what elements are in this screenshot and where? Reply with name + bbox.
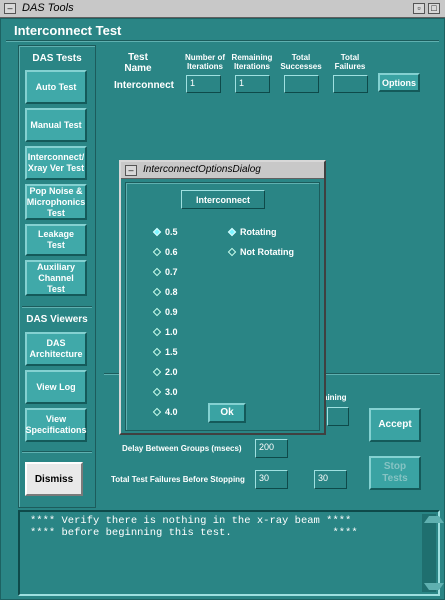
value-radio-option[interactable]: 1.5 (152, 347, 178, 357)
rotation-radio-label: Not Rotating (240, 247, 294, 257)
interconnect-options-dialog: – InterconnectOptionsDialog Interconnect… (119, 160, 326, 435)
sidebar-item-interconnect-test[interactable]: Interconnect/ Xray Ver Test (25, 146, 87, 180)
sidebar-item-pop-noise-test[interactable]: Pop Noise & Microphonics Test (25, 184, 87, 220)
failures-field (333, 75, 368, 93)
stop-tests-button[interactable]: Stop Tests (369, 456, 421, 490)
rotation-radio-option[interactable]: Not Rotating (227, 247, 294, 257)
sidebar-divider-2 (22, 451, 92, 453)
col-header-iterations: Number of Iterations (185, 53, 225, 71)
dialog-menu-icon[interactable]: – (125, 165, 137, 176)
sidebar-item-manual-test[interactable]: Manual Test (25, 108, 87, 142)
remaining-groups-field[interactable] (327, 407, 349, 426)
window-menu-icon[interactable]: – (4, 3, 16, 14)
window-title: DAS Tools (22, 2, 74, 14)
value-radio-label: 3.0 (165, 387, 178, 397)
radio-diamond-icon[interactable] (152, 227, 162, 237)
radio-diamond-icon[interactable] (152, 347, 162, 357)
delay-label: Delay Between Groups (msecs) (122, 444, 242, 453)
radio-diamond-icon[interactable] (152, 247, 162, 257)
scroll-up-icon[interactable] (424, 516, 444, 523)
sidebar-item-leakage-test[interactable]: Leakage Test (25, 224, 87, 256)
dialog-title: InterconnectOptionsDialog (143, 164, 261, 175)
dialog-content (125, 182, 320, 431)
radio-diamond-icon[interactable] (152, 407, 162, 417)
col-header-failures: Total Failures (334, 53, 366, 71)
value-radio-label: 2.0 (165, 367, 178, 377)
header-divider (6, 40, 439, 42)
remaining-field[interactable]: 1 (235, 75, 270, 93)
value-radio-option[interactable]: 2.0 (152, 367, 178, 377)
value-radio-option[interactable]: 0.8 (152, 287, 178, 297)
value-radio-label: 1.0 (165, 327, 178, 337)
value-radio-option[interactable]: 3.0 (152, 387, 178, 397)
console-line-1: **** Verify there is nothing in the x-ra… (30, 515, 352, 527)
radio-diamond-icon[interactable] (152, 387, 162, 397)
console-output: **** Verify there is nothing in the x-ra… (18, 510, 444, 596)
value-radio-option[interactable]: 0.7 (152, 267, 178, 277)
sidebar-item-auto-test[interactable]: Auto Test (25, 70, 87, 104)
accept-button[interactable]: Accept (369, 408, 421, 442)
dialog-heading: Interconnect (181, 190, 265, 209)
value-radio-option[interactable]: 4.0 (152, 407, 178, 417)
radio-diamond-icon[interactable] (227, 227, 237, 237)
sidebar (18, 45, 96, 508)
options-button[interactable]: Options (378, 73, 420, 92)
value-radio-option[interactable]: 0.5 (152, 227, 178, 237)
value-radio-label: 4.0 (165, 407, 178, 417)
radio-diamond-icon[interactable] (152, 307, 162, 317)
delay-field[interactable]: 200 (255, 439, 288, 458)
sidebar-item-das-architecture[interactable]: DAS Architecture (25, 332, 87, 366)
failures-before-stopping-field-1[interactable]: 30 (255, 470, 288, 489)
row-test-name: Interconnect (114, 80, 175, 91)
value-radio-label: 0.7 (165, 267, 178, 277)
radio-diamond-icon[interactable] (152, 327, 162, 337)
dialog-titlebar: – InterconnectOptionsDialog (121, 162, 324, 179)
value-radio-label: 0.6 (165, 247, 178, 257)
dismiss-button[interactable]: Dismiss (25, 462, 83, 496)
sidebar-divider (22, 306, 92, 308)
console-scrollbar[interactable] (422, 514, 444, 592)
value-radio-label: 0.5 (165, 227, 178, 237)
scroll-down-icon[interactable] (424, 583, 444, 590)
rotation-radio-label: Rotating (240, 227, 277, 237)
col-header-remaining: Remaining Iterations (231, 53, 273, 71)
col-header-successes: Total Successes (280, 53, 322, 71)
value-radio-label: 0.8 (165, 287, 178, 297)
radio-diamond-icon[interactable] (152, 267, 162, 277)
maximize-icon[interactable]: □ (428, 3, 440, 14)
iterations-field[interactable]: 1 (186, 75, 221, 93)
sidebar-item-auxiliary-test[interactable]: Auxiliary Channel Test (25, 260, 87, 296)
window-titlebar: – DAS Tools ▫ □ (0, 0, 445, 18)
remaining-label-partial: aining (323, 393, 347, 402)
console-line-2: **** before beginning this test. **** (30, 527, 358, 539)
page-title: Interconnect Test (14, 23, 122, 38)
failures-before-stopping-label: Total Test Failures Before Stopping (111, 475, 245, 484)
sidebar-item-view-log[interactable]: View Log (25, 370, 87, 404)
value-radio-option[interactable]: 1.0 (152, 327, 178, 337)
sidebar-item-view-specifications[interactable]: View Specifications (25, 408, 87, 442)
value-radio-label: 1.5 (165, 347, 178, 357)
value-radio-label: 0.9 (165, 307, 178, 317)
ok-button[interactable]: Ok (208, 403, 246, 423)
rotation-radio-option[interactable]: Rotating (227, 227, 277, 237)
sidebar-tests-header: DAS Tests (32, 53, 82, 64)
col-header-test-name: Test Name (124, 52, 152, 74)
minimize-icon[interactable]: ▫ (413, 3, 425, 14)
radio-diamond-icon[interactable] (152, 287, 162, 297)
value-radio-option[interactable]: 0.6 (152, 247, 178, 257)
radio-diamond-icon[interactable] (152, 367, 162, 377)
sidebar-viewers-header: DAS Viewers (26, 314, 88, 325)
failures-before-stopping-field-2[interactable]: 30 (314, 470, 347, 489)
radio-diamond-icon[interactable] (227, 247, 237, 257)
value-radio-option[interactable]: 0.9 (152, 307, 178, 317)
successes-field (284, 75, 319, 93)
